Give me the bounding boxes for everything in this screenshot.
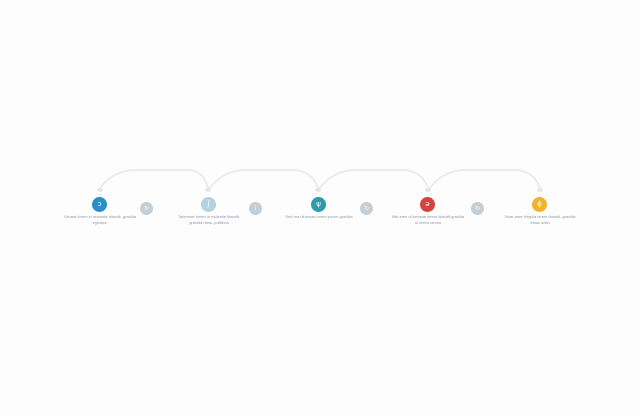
pin-icon: ʃ <box>207 200 210 208</box>
step-1-node: ↄ <box>92 197 107 212</box>
lightbulb-icon: ↄ <box>97 200 102 208</box>
step-4-caption: Nisl ame ut tumsae lorem blandit gravida… <box>391 214 465 225</box>
connector-2-node: ⅰ <box>249 202 262 215</box>
connector-1-node: ↻ <box>140 202 153 215</box>
arc-0 <box>99 169 209 189</box>
info-icon: ⅰ <box>254 204 257 212</box>
connector-4-node: ↻ <box>471 202 484 215</box>
step-5-node: ϕ <box>532 197 547 212</box>
step-5-caption: Vivar ame fringilla lorem blandit, gravi… <box>504 214 576 225</box>
arc-foot-4 <box>537 188 543 192</box>
arc-2 <box>319 169 429 189</box>
step-2-node: ʃ <box>201 197 216 212</box>
arc-3 <box>429 169 541 189</box>
refresh-icon: ↻ <box>143 204 150 212</box>
arc-foot-0 <box>97 188 103 192</box>
step-3-node: ψ <box>311 197 326 212</box>
user-icon: ψ <box>316 200 321 208</box>
step-2-caption: Tabernae lorem in molestie blandit, grav… <box>177 214 241 225</box>
arc-1 <box>209 169 319 189</box>
arc-foot-2 <box>315 188 321 192</box>
bolt-icon: ϕ <box>537 200 542 208</box>
refresh-icon: ↻ <box>474 204 481 212</box>
flag-icon: ə <box>425 200 430 208</box>
arc-foot-3 <box>425 188 431 192</box>
step-1-caption: Ornare lorem in molestie blandit, gravid… <box>63 214 137 225</box>
arc-foot-1 <box>205 188 211 192</box>
step-3-caption: Sed ma ulumsae lorem ipsum gravida <box>285 214 353 219</box>
connector-3-node: ↻ <box>360 202 373 215</box>
step-4-node: ə <box>420 197 435 212</box>
refresh-icon: ↻ <box>363 204 370 212</box>
